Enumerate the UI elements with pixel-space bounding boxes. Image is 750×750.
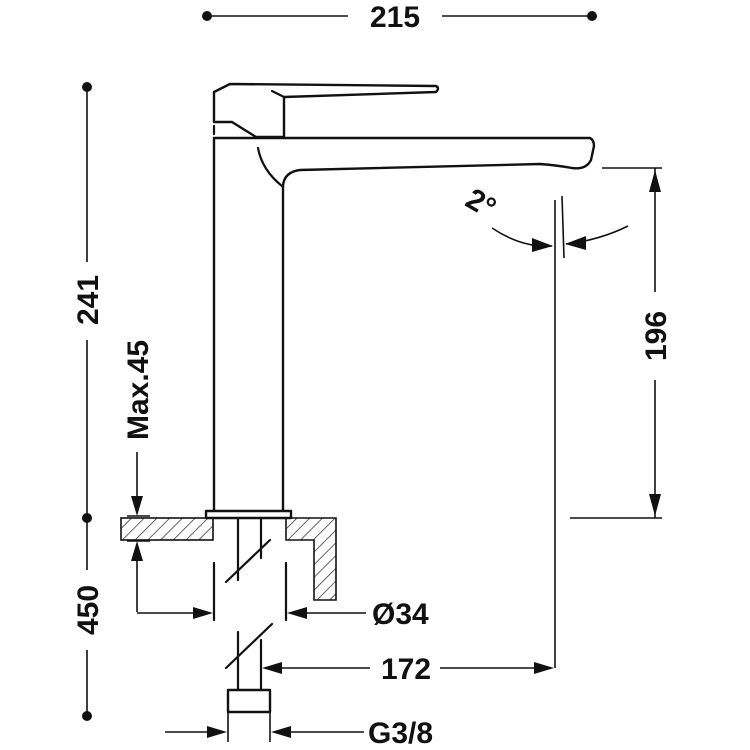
spout-reach-dimension: 172 [262, 653, 554, 686]
spout-angle-label: 2° [460, 182, 501, 225]
faucet-body [204, 82, 596, 520]
width-label: 215 [370, 1, 420, 34]
arrow-down-icon [131, 496, 143, 516]
arrow-left-icon [262, 662, 282, 674]
arrow-right-icon [207, 726, 227, 738]
base-diameter-label: Ø34 [372, 598, 429, 631]
faucet-spout [212, 136, 596, 514]
arrow-right-icon [532, 238, 553, 252]
total-height-label: 241 [72, 275, 105, 325]
spout-reach-label: 172 [381, 653, 431, 686]
mounting-shank [212, 516, 288, 714]
faucet-lever [212, 82, 440, 139]
spout-height-label: 196 [640, 311, 673, 361]
spout-angle-dimension: 2° [460, 182, 629, 668]
hose-connector [226, 688, 272, 714]
width-dimension: 215 [202, 1, 597, 34]
arrow-up-icon [649, 170, 661, 192]
arrow-down-icon [649, 494, 661, 516]
base-diameter-dimension: Ø34 [137, 598, 429, 631]
thread-size-label: G3/8 [368, 717, 433, 750]
counter-thickness-label: Max.45 [122, 340, 155, 440]
countertop-section [120, 517, 337, 601]
left-height-dimensions: 241 450 [72, 82, 105, 721]
arrow-right-icon [534, 662, 554, 674]
arrow-left-icon [271, 726, 291, 738]
arrow-left-icon [287, 607, 307, 619]
spout-height-dimension: 196 [570, 167, 673, 519]
hose-length-label: 450 [72, 585, 105, 635]
arrow-left-icon [565, 236, 586, 250]
counter-thickness-dimension: Max.45 [122, 340, 155, 612]
arrow-up-icon [131, 541, 143, 561]
faucet-base-flange [204, 509, 293, 520]
arrow-right-icon [193, 607, 213, 619]
thread-size-dimension: G3/8 [165, 712, 433, 750]
